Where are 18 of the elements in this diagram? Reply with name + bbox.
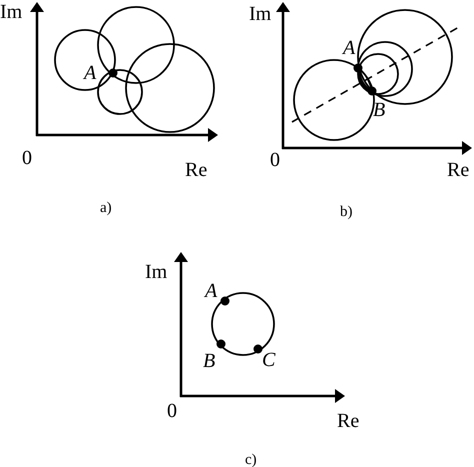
axis-label: Re	[337, 411, 360, 431]
panel-caption: c)	[245, 453, 257, 467]
panel-caption: b)	[340, 205, 352, 220]
point-label: C	[262, 350, 276, 370]
origin-label: 0	[22, 148, 32, 168]
origin-label: 0	[167, 401, 177, 421]
point-label: A	[343, 38, 356, 58]
axis-label: Im	[145, 262, 168, 282]
axis-label: Im	[249, 4, 272, 24]
axis-label: Im	[0, 2, 22, 22]
axis-label: Re	[185, 160, 208, 180]
point-label: B	[373, 100, 386, 120]
origin-label: 0	[270, 150, 280, 170]
axis-label: Re	[447, 160, 470, 180]
point-label: B	[203, 351, 216, 371]
panel-caption: a)	[100, 201, 112, 216]
point-label: A	[84, 63, 96, 83]
point-label: A	[205, 281, 218, 301]
